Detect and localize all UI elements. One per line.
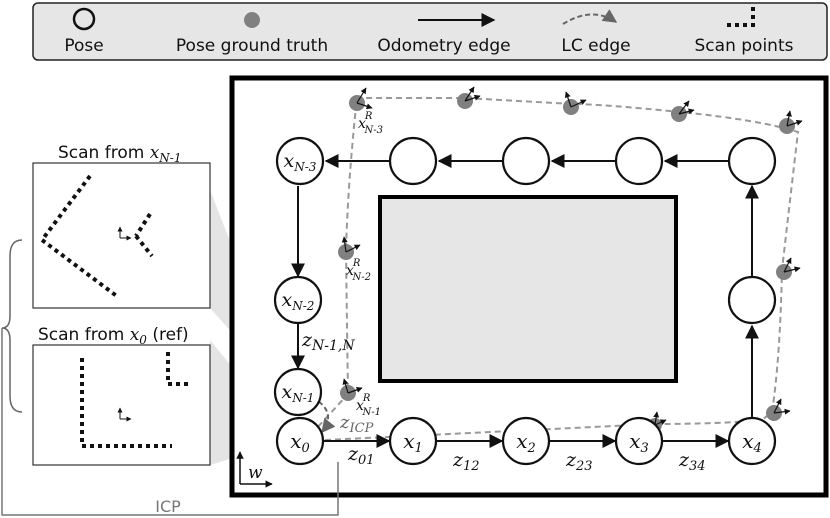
edge-labels: z01 z12 z23 z34 zN-1,N zICP <box>301 329 706 474</box>
legend-lc-edge-label: LC edge <box>561 36 630 56</box>
pose-label-xn1: xN-1 <box>282 381 315 405</box>
pose-node <box>727 136 777 186</box>
pose-node <box>614 136 664 186</box>
pose-node-xn1 <box>273 367 323 417</box>
scan-group-brace <box>1 239 23 413</box>
ground-truth-pose <box>779 110 803 134</box>
ground-truth-pose <box>349 87 373 111</box>
ground-truth-pose <box>766 398 791 421</box>
pose-nodes <box>273 136 777 466</box>
ground-truth-pose <box>563 91 587 115</box>
pose-node-x1 <box>388 416 438 466</box>
pose-node-x2 <box>501 416 551 466</box>
world-frame-icon: w <box>236 451 273 488</box>
scan-bottom-panel <box>32 344 211 466</box>
ground-truth-pose <box>671 100 695 122</box>
edge-label-zn1n: zN-1,N <box>301 329 355 354</box>
scan-top-panel <box>32 162 211 309</box>
ground-truth-pose <box>340 378 363 401</box>
legend-odometry-label: Odometry edge <box>377 36 510 56</box>
pose-label-xn2: xN-2 <box>282 289 315 313</box>
scan-points-legend-icon <box>727 7 755 27</box>
ground-truth-pose <box>776 257 801 280</box>
pose-labels: x0 x1 x2 x3 x4 xN-1 xN-2 xN-3 <box>282 150 762 456</box>
pose-node <box>727 275 777 325</box>
legend-ground-truth-label: Pose ground truth <box>176 36 328 56</box>
pose-label-x4: x4 <box>742 429 762 456</box>
pose-label-x0: x0 <box>290 429 310 456</box>
edge-label-z01: z01 <box>347 443 375 468</box>
icp-caption: ICP <box>155 497 181 516</box>
ground-truth-pose <box>338 236 361 260</box>
pose-node-x3 <box>614 416 664 466</box>
pose-label-x2: x2 <box>516 429 536 456</box>
scan-top-title: Scan from xN-1 <box>58 143 182 165</box>
legend: Pose Pose ground truth Odometry edge LC … <box>32 2 828 61</box>
legend-scan-points-label: Scan points <box>695 36 794 56</box>
legend-box <box>32 2 828 61</box>
edge-label-z12: z12 <box>452 449 480 474</box>
edge-label-z23: z23 <box>565 449 593 474</box>
pose-node-x4 <box>727 416 777 466</box>
icp-bracket <box>1 328 339 516</box>
world-frame-label: w <box>248 463 263 483</box>
edge-label-zicp: zICP <box>339 412 374 436</box>
pose-node <box>388 136 438 186</box>
scan-top-frame-icon <box>117 226 132 241</box>
pose-node-xn3 <box>275 136 325 186</box>
edge-label-z34: z34 <box>678 449 706 474</box>
pose-label-x1: x1 <box>403 429 423 456</box>
legend-pose-label: Pose <box>64 36 103 56</box>
pose-node <box>501 136 551 186</box>
scan-top-points <box>40 174 154 299</box>
ground-truth-poses <box>338 86 803 432</box>
scan-bottom-frame-icon <box>117 407 132 422</box>
odometry-edges <box>291 154 759 448</box>
ground-truth-legend-icon <box>244 12 260 28</box>
obstacle-block <box>378 195 678 383</box>
pose-node-x0 <box>275 416 325 466</box>
pose-label-xn3: xN-3 <box>284 150 317 174</box>
pose-label-x3: x3 <box>629 429 649 456</box>
pose-node-xn2 <box>273 275 323 325</box>
pose-legend-icon <box>72 7 96 31</box>
scan-bottom-title: Scan from x0 (ref) <box>38 325 189 347</box>
ground-truth-pose <box>457 86 481 109</box>
scan-bottom-points <box>80 352 190 448</box>
lc-edge-legend-icon <box>562 9 618 25</box>
